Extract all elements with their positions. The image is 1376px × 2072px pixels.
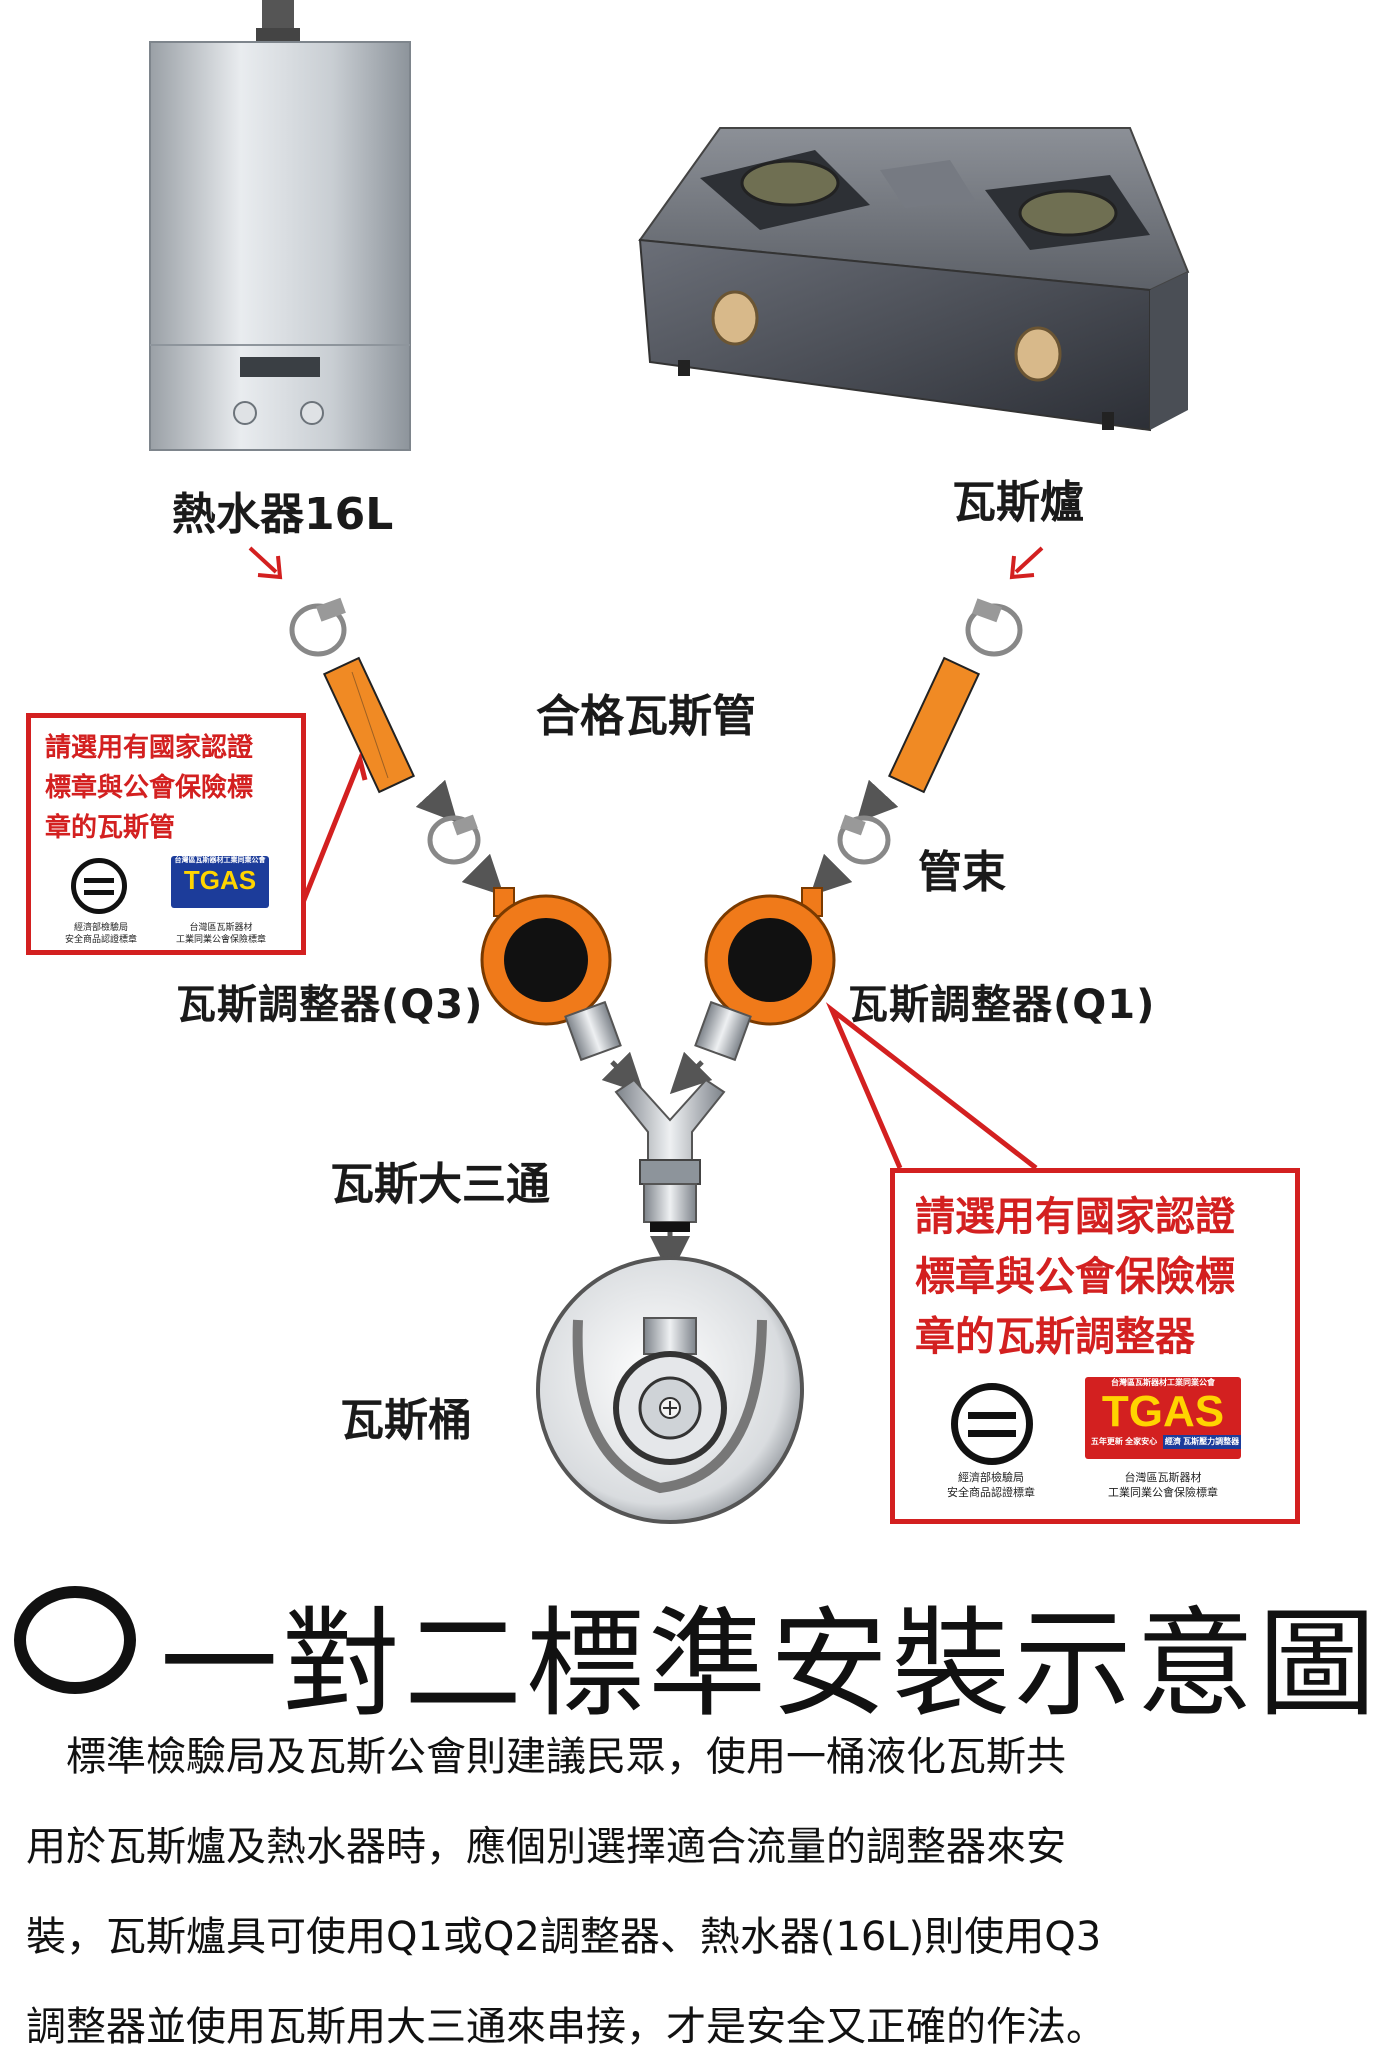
- description-paragraph: 標準檢驗局及瓦斯公會則建議民眾，使用一桶液化瓦斯共 用於瓦斯爐及熱水器時，應個別…: [26, 1712, 1366, 2072]
- tgas-bottom-right: 經濟 瓦斯壓力調整器: [1163, 1435, 1241, 1449]
- label-cylinder: 瓦斯桶: [340, 1395, 472, 1446]
- hose-clamp-icon: [965, 598, 1023, 657]
- paragraph-line: 用於瓦斯爐及熱水器時，應個別選擇適合流量的調整器來安: [26, 1824, 1066, 1870]
- tgas-caption: 台灣區瓦斯器材 工業同業公會保險標章: [1108, 1471, 1218, 1499]
- notice-regulator: 請選用有國家認證 標章與公會保險標 章的瓦斯調整器 台灣區瓦斯器材工業同業公會 …: [890, 1168, 1300, 1524]
- paragraph-line: 標準檢驗局及瓦斯公會則建議民眾，使用一桶液化瓦斯共: [26, 1734, 1066, 1780]
- diagram-illustration: [149, 0, 1190, 1524]
- tgas-top-line: 台灣區瓦斯器材工業同業公會: [174, 857, 266, 864]
- red-arrow-left-icon: [248, 546, 283, 580]
- tee-connector-icon: [614, 1078, 726, 1232]
- label-tee: 瓦斯大三通: [330, 1159, 550, 1210]
- tgas-caption: 台灣區瓦斯器材 工業同業公會保險標章: [175, 923, 266, 946]
- callout-pointer-left: [297, 751, 368, 911]
- label-regulator-q1: 瓦斯調整器(Q1): [848, 982, 1156, 1028]
- cert-caption: 經濟部檢驗局 安全商品認證標章: [947, 1471, 1035, 1499]
- label-clamp: 管束: [918, 847, 1006, 898]
- hose-clamp-icon: [837, 814, 891, 865]
- gas-cylinder-icon: [536, 1256, 804, 1524]
- callout-pointer-right: [825, 1002, 1038, 1170]
- notice-hose-text: 請選用有國家認證 標章與公會保險標 章的瓦斯管: [45, 733, 254, 843]
- page-title: 一對二標準安裝示意圖: [160, 1595, 1376, 1733]
- tgas-top-line: 台灣區瓦斯器材工業同業公會: [1111, 1378, 1215, 1387]
- label-hose: 合格瓦斯管: [536, 691, 756, 742]
- hose-clamp-icon: [427, 814, 481, 865]
- cert-caption: 經濟部檢驗局 安全商品認證標章: [64, 923, 137, 946]
- gas-stove-icon: [638, 127, 1190, 432]
- notice-hose: 請選用有國家認證 標章與公會保險標 章的瓦斯管 台灣區瓦斯器材工業同業公會 TG…: [26, 713, 306, 955]
- tgas-logo-icon: 台灣區瓦斯器材工業同業公會 TGAS 五年更新 全家安心 經濟 瓦斯壓力調整器: [1085, 1377, 1241, 1459]
- hose-clamp-icon: [289, 597, 347, 657]
- tgas-word: TGAS: [183, 865, 257, 895]
- tgas-bottom-left: 五年更新 全家安心: [1090, 1437, 1158, 1446]
- tgas-logo-icon: 台灣區瓦斯器材工業同業公會 TGAS: [171, 856, 269, 908]
- paragraph-line: 裝，瓦斯爐具可使用Q1或Q2調整器、熱水器(16L)則使用Q3: [26, 1914, 1102, 1960]
- red-arrow-right-icon: [1009, 546, 1044, 580]
- gas-hose-right-icon: [887, 656, 981, 794]
- gas-regulator-icon: [694, 887, 836, 1062]
- tgas-word: TGAS: [1101, 1387, 1225, 1436]
- certification-mark-icon: [951, 1383, 1033, 1465]
- water-heater-icon: [149, 0, 411, 451]
- gas-regulator-icon: [480, 887, 622, 1062]
- label-gas-stove: 瓦斯爐: [952, 477, 1084, 528]
- label-water-heater: 熱水器16L: [172, 489, 394, 540]
- paragraph-line: 調整器並使用瓦斯用大三通來串接，才是安全又正確的作法。: [26, 2004, 1106, 2050]
- gas-hose-left-icon: [322, 656, 416, 794]
- flow-arrows: [415, 779, 899, 1276]
- label-regulator-q3: 瓦斯調整器(Q3): [176, 982, 484, 1028]
- certification-mark-icon: [71, 858, 127, 914]
- title-bullet-icon: [6, 1560, 156, 1710]
- notice-regulator-text: 請選用有國家認證 標章與公會保險標 章的瓦斯調整器: [915, 1194, 1235, 1360]
